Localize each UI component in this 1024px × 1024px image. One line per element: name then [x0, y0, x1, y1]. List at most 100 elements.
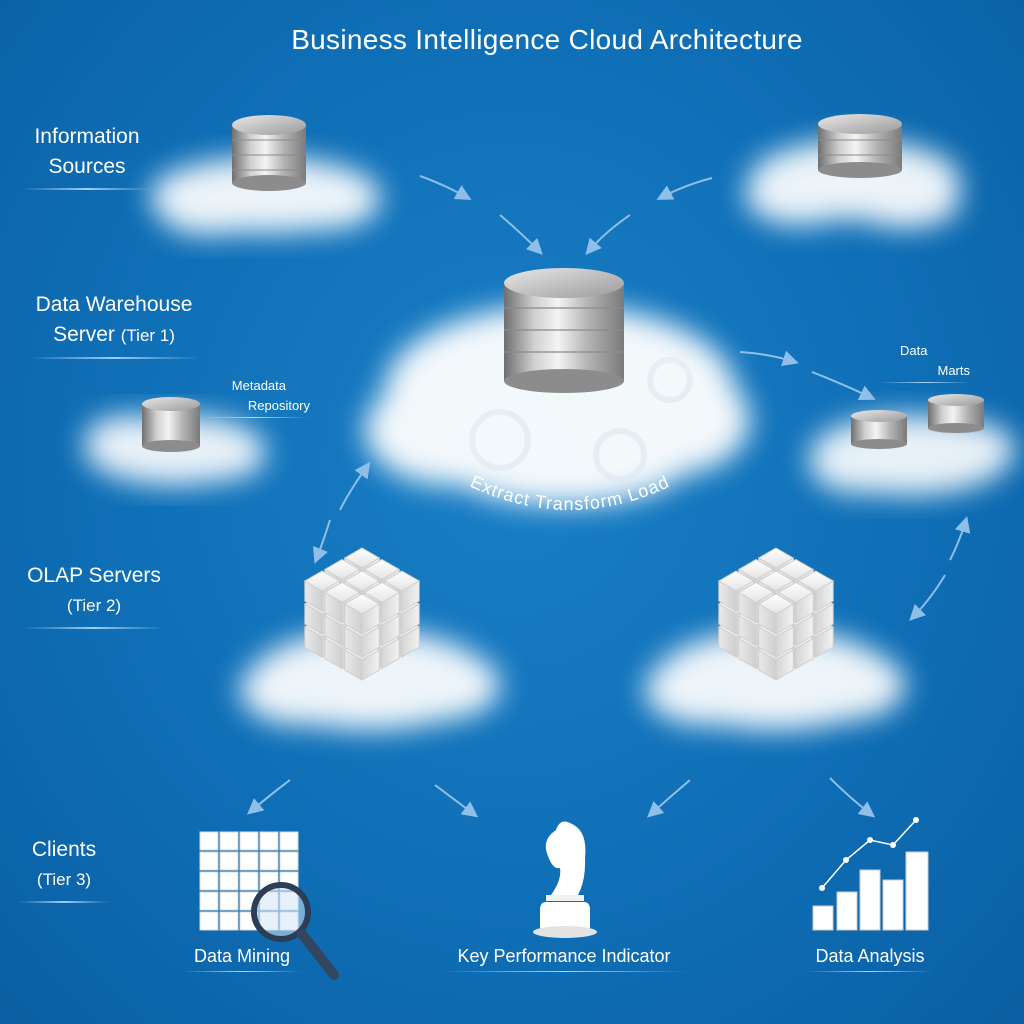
arrow-source-right-to-etl — [656, 177, 713, 200]
label-underline — [200, 417, 310, 418]
cube-face — [361, 603, 380, 635]
arrow-warehouse-to-marts-1 — [739, 350, 799, 366]
grid-cell — [219, 831, 239, 851]
arrow-source-left-to-warehouse — [499, 214, 543, 255]
grid-cell — [259, 851, 279, 871]
cube-face — [815, 580, 834, 612]
cube-face — [401, 626, 420, 658]
grid-cell — [239, 851, 259, 871]
magnifier-handle — [297, 929, 339, 980]
arrow-warehouse-to-olap-left-up — [339, 461, 371, 511]
label-line: Server (Tier 1) — [14, 320, 214, 351]
arrow-warehouse-to-olap-left-down — [313, 519, 331, 564]
arrow-source-left-to-etl — [419, 175, 472, 200]
cube-face — [815, 626, 834, 658]
label-word: Server — [53, 323, 115, 346]
cube-face — [775, 626, 794, 658]
cloud-olap-left — [240, 630, 500, 730]
database-icon — [142, 397, 200, 452]
cube-face — [401, 603, 420, 635]
cloud-olap-right — [645, 630, 905, 730]
label-text: Data Mining — [193, 946, 291, 966]
label-underline — [19, 901, 109, 903]
cloud-source-left — [150, 157, 380, 235]
label-line: OLAP Servers — [27, 564, 161, 587]
cube-face — [361, 649, 380, 681]
page-title: Business Intelligence Cloud Architecture — [291, 24, 803, 55]
tier-label-clients: Clients (Tier 3) — [14, 835, 114, 903]
grid-cell — [199, 891, 219, 911]
cube-face — [381, 614, 400, 647]
arrow-source-right-to-warehouse — [585, 214, 631, 256]
grid-cell — [199, 851, 219, 871]
cube-face — [795, 591, 814, 624]
cloud-data-marts — [810, 415, 1015, 495]
client-label-data-mining: Data Mining — [182, 946, 302, 972]
node-label-data-marts: Data Marts — [880, 341, 970, 383]
cube-face — [775, 649, 794, 681]
database-icon — [232, 115, 306, 191]
client-label-data-analysis: Data Analysis — [806, 946, 934, 972]
tier-number: (Tier 1) — [120, 326, 175, 345]
label-underline — [29, 357, 199, 359]
arrow-olap-to-kpi-left — [434, 784, 479, 818]
olap-cube-icon — [717, 547, 835, 681]
grid-cell — [199, 871, 219, 891]
label-line: Data Warehouse — [35, 293, 193, 316]
magnifier-lens — [251, 882, 311, 942]
database-icon — [851, 410, 907, 449]
client-label-kpi: Key Performance Indicator — [440, 946, 688, 972]
grid-cell — [239, 871, 259, 891]
label-line: Repository — [247, 398, 310, 413]
arrow-olap-to-analysis — [829, 777, 876, 818]
tier-label-information-sources: Information Sources — [12, 122, 162, 190]
cloud-source-right — [745, 140, 960, 228]
cube-face — [815, 603, 834, 635]
grid-cell — [259, 831, 279, 851]
label-underline — [880, 382, 970, 383]
cube-face — [361, 626, 380, 658]
gears-decoration — [469, 357, 693, 482]
grid-cell — [219, 871, 239, 891]
arrow-marts-to-olap-right-up — [949, 516, 971, 561]
grid-cell — [199, 831, 219, 851]
arrow-olap-to-kpi-right — [647, 779, 691, 818]
bar-chart-icon — [812, 817, 929, 931]
grid-cell — [219, 911, 239, 931]
chess-knight-icon — [533, 821, 597, 938]
label-line: Clients — [31, 838, 97, 861]
cube-face — [381, 591, 400, 624]
database-icon — [818, 114, 902, 178]
cube-face — [795, 637, 814, 670]
label-underline — [440, 971, 688, 972]
label-line: Information — [34, 125, 140, 148]
database-icon — [504, 268, 624, 393]
grid-cell — [199, 911, 219, 931]
arrow-marts-to-olap-right-down — [909, 574, 946, 621]
cube-face — [401, 580, 420, 612]
node-label-metadata: Metadata Repository — [200, 376, 310, 418]
label-underline — [24, 627, 164, 629]
grid-cell — [219, 891, 239, 911]
label-line: Sources — [48, 155, 126, 178]
tier-label-olap: OLAP Servers (Tier 2) — [14, 561, 174, 629]
database-icon — [928, 394, 984, 433]
tier-number: (Tier 2) — [66, 596, 122, 615]
tier-label-data-warehouse: Data Warehouse Server (Tier 1) — [14, 290, 214, 359]
label-text: Data Analysis — [815, 946, 925, 966]
arrow-warehouse-to-marts-2 — [811, 371, 876, 401]
tier-number: (Tier 3) — [36, 870, 92, 889]
grid-cell — [279, 831, 299, 851]
label-underline — [806, 971, 934, 972]
label-underline — [22, 188, 152, 190]
grid-cell — [219, 851, 239, 871]
grid-magnifier-icon — [199, 831, 339, 980]
flow-arrows — [246, 175, 971, 818]
label-line: Marts — [937, 363, 971, 378]
label-underline — [182, 971, 302, 972]
label-line: Metadata — [231, 378, 286, 393]
cube-face — [775, 603, 794, 635]
cube-face — [381, 637, 400, 670]
